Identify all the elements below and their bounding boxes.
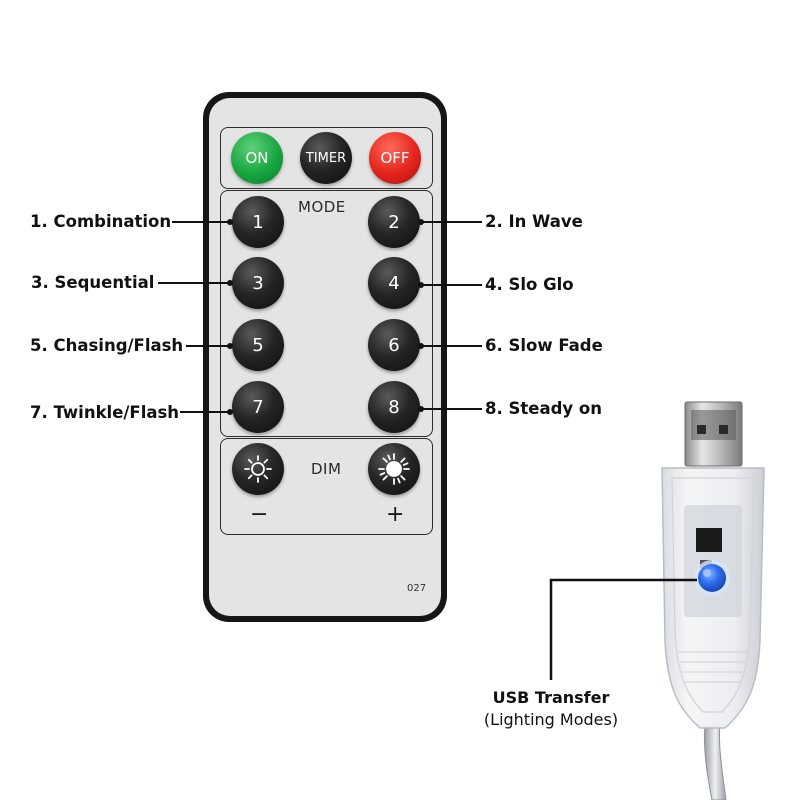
leader-dot-5: [227, 343, 233, 349]
callout-mode-7: 7. Twinkle/Flash: [30, 403, 180, 422]
mode-button-8[interactable]: 8: [368, 381, 420, 433]
leader-line-1: [172, 221, 232, 223]
dim-panel: [220, 438, 433, 535]
dim-label: DIM: [311, 460, 342, 478]
mode-button-2[interactable]: 2: [368, 196, 420, 248]
timer-button[interactable]: TIMER: [300, 132, 352, 184]
leader-line-2: [420, 221, 482, 223]
mode-button-6[interactable]: 6: [368, 319, 420, 371]
off-button[interactable]: OFF: [369, 132, 421, 184]
leader-line-7: [180, 411, 232, 413]
dim-up-button[interactable]: [368, 443, 420, 495]
sun-bright-icon: [378, 453, 410, 485]
sun-dim-icon: [244, 455, 272, 483]
leader-dot-2: [418, 219, 424, 225]
leader-line-3: [158, 282, 232, 284]
callout-mode-1: 1. Combination: [30, 212, 172, 231]
dim-down-button[interactable]: [232, 443, 284, 495]
leader-line-5: [186, 345, 232, 347]
mode-button-3[interactable]: 3: [232, 257, 284, 309]
leader-line-8: [420, 408, 482, 410]
mode-button-1[interactable]: 1: [232, 196, 284, 248]
mode-button-4[interactable]: 4: [368, 257, 420, 309]
model-code: 027: [407, 583, 427, 594]
on-button[interactable]: ON: [231, 132, 283, 184]
callout-mode-4: 4. Slo Glo: [485, 275, 574, 294]
dim-plus-sign: +: [386, 502, 405, 527]
leader-dot-4: [418, 282, 424, 288]
leader-dot-3: [227, 280, 233, 286]
usb-transfer-title: USB Transfer: [492, 688, 610, 707]
mode-panel: [220, 190, 433, 437]
usb-transfer-subtitle: (Lighting Modes): [483, 710, 619, 729]
mode-label: MODE: [298, 198, 346, 216]
callout-mode-2: 2. In Wave: [485, 212, 583, 231]
callout-mode-5: 5. Chasing/Flash: [30, 336, 184, 355]
mode-button-7[interactable]: 7: [232, 381, 284, 433]
leader-dot-8: [418, 406, 424, 412]
callout-mode-6: 6. Slow Fade: [485, 336, 603, 355]
leader-line-4: [420, 284, 482, 286]
dim-minus-sign: −: [250, 502, 269, 527]
callout-mode-8: 8. Steady on: [485, 399, 602, 418]
leader-dot-1: [227, 219, 233, 225]
mode-button-5[interactable]: 5: [232, 319, 284, 371]
leader-line-6: [420, 345, 482, 347]
leader-dot-7: [227, 409, 233, 415]
callout-mode-3: 3. Sequential: [31, 273, 155, 292]
leader-dot-6: [418, 343, 424, 349]
power-panel: [220, 127, 433, 189]
